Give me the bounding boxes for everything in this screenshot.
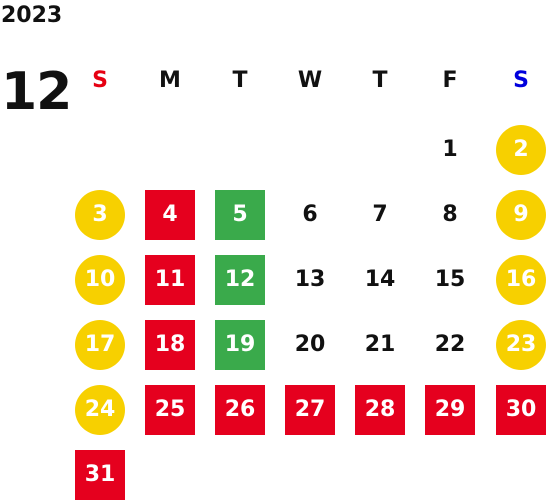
day-13: 13: [294, 267, 326, 292]
day-4: 4: [145, 190, 195, 240]
day-15: 15: [434, 267, 466, 292]
day-16: 16: [496, 255, 546, 305]
day-1: 1: [442, 137, 458, 162]
weekday-label-5: F: [442, 68, 458, 93]
weekday-label-0: S: [92, 68, 108, 93]
weekday-label-3: W: [297, 68, 323, 93]
day-9: 9: [496, 190, 546, 240]
day-25: 25: [145, 385, 195, 435]
day-2: 2: [496, 125, 546, 175]
weekday-label-1: M: [159, 68, 181, 93]
day-3: 3: [75, 190, 125, 240]
day-10: 10: [75, 255, 125, 305]
day-18: 18: [145, 320, 195, 370]
day-31: 31: [75, 450, 125, 500]
day-11: 11: [145, 255, 195, 305]
weekday-label-6: S: [513, 68, 529, 93]
day-20: 20: [294, 332, 326, 357]
day-6: 6: [302, 202, 318, 227]
day-29: 29: [425, 385, 475, 435]
day-14: 14: [364, 267, 396, 292]
day-22: 22: [434, 332, 466, 357]
weekday-label-4: T: [372, 68, 388, 93]
day-19: 19: [215, 320, 265, 370]
calendar-month: 12: [1, 62, 72, 122]
day-23: 23: [496, 320, 546, 370]
calendar-year: 2023: [1, 3, 63, 28]
day-12: 12: [215, 255, 265, 305]
day-21: 21: [364, 332, 396, 357]
day-26: 26: [215, 385, 265, 435]
day-28: 28: [355, 385, 405, 435]
weekday-label-2: T: [232, 68, 248, 93]
day-7: 7: [372, 202, 388, 227]
day-8: 8: [442, 202, 458, 227]
day-27: 27: [285, 385, 335, 435]
day-24: 24: [75, 385, 125, 435]
day-5: 5: [215, 190, 265, 240]
day-30: 30: [496, 385, 546, 435]
day-17: 17: [75, 320, 125, 370]
